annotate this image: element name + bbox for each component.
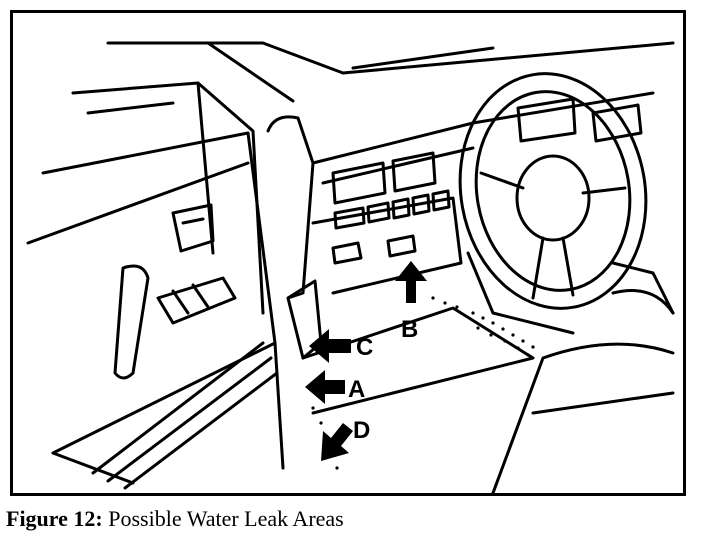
arrow-a <box>305 370 345 404</box>
figure-caption: Figure 12: Possible Water Leak Areas <box>6 506 344 532</box>
caption-label: Figure 12: <box>6 506 103 531</box>
label-d: D <box>353 417 370 444</box>
arrow-d <box>321 423 353 461</box>
car-interior-illustration: B C A D <box>13 13 683 493</box>
figure-frame: B C A D <box>10 10 686 496</box>
caption-text: Possible Water Leak Areas <box>108 506 343 531</box>
label-c: C <box>356 334 373 361</box>
arrow-b <box>395 261 427 303</box>
arrow-c <box>309 329 351 363</box>
label-a: A <box>348 376 365 403</box>
label-b: B <box>401 316 418 343</box>
